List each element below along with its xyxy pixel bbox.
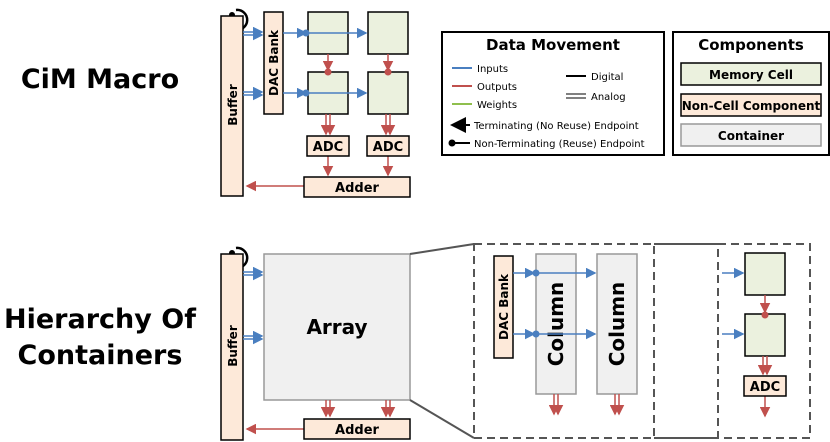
legend-outputs: Outputs xyxy=(477,82,517,93)
legend-non-cell: Non-Cell Component xyxy=(682,99,821,113)
column-zoom-box xyxy=(717,243,811,439)
hierarchy-title-line2: Containers xyxy=(18,340,183,371)
column-2 xyxy=(596,253,638,395)
bottom-adder-label: Adder xyxy=(335,423,379,438)
hierarchy-title-line1: Hierarchy Of xyxy=(4,304,196,335)
right-memory-cell-2 xyxy=(744,313,786,357)
legend-analog: Analog xyxy=(591,92,626,103)
legend-weights: Weights xyxy=(477,100,517,111)
top-adc-2-label: ADC xyxy=(373,140,403,155)
top-memory-cell-4 xyxy=(367,71,409,115)
top-adc-1 xyxy=(306,135,350,157)
legend-digital: Digital xyxy=(591,72,623,83)
legend-non-cell-swatch xyxy=(680,93,822,117)
right-memory-cell-1 xyxy=(744,252,786,296)
array-label: Array xyxy=(306,315,367,339)
cim-macro-title: CiM Macro xyxy=(21,64,179,95)
array-zoom-box xyxy=(473,243,655,439)
right-adc xyxy=(743,375,787,397)
top-memory-cell-2 xyxy=(367,11,409,55)
array-container xyxy=(263,253,411,401)
legend-memory-cell: Memory Cell xyxy=(709,68,793,82)
mid-dac-bank-label: DAC Bank xyxy=(497,273,511,340)
column-2-label: Column xyxy=(605,282,629,367)
top-dac-bank xyxy=(263,11,284,115)
legend-data-movement-box xyxy=(441,31,665,156)
top-adc-1-label: ADC xyxy=(313,140,343,155)
legend-container-swatch xyxy=(680,123,822,147)
legend-inputs: Inputs xyxy=(477,64,508,75)
top-buffer xyxy=(220,15,244,197)
legend-components-title: Components xyxy=(698,36,804,54)
top-dac-bank-label: DAC Bank xyxy=(267,29,281,96)
bottom-adder xyxy=(303,418,411,440)
bottom-buffer xyxy=(220,253,244,441)
top-adc-2 xyxy=(366,135,410,157)
right-adc-label: ADC xyxy=(750,380,780,395)
mid-dac-bank xyxy=(493,255,514,359)
bottom-buffer-label: Buffer xyxy=(226,325,240,367)
legend-non-terminating: Non-Terminating (Reuse) Endpoint xyxy=(474,139,645,150)
top-adder xyxy=(303,176,411,198)
column-1 xyxy=(535,253,577,395)
legend-container: Container xyxy=(718,129,784,143)
legend-terminating: Terminating (No Reuse) Endpoint xyxy=(473,121,639,132)
legend-data-movement-title: Data Movement xyxy=(486,36,620,54)
top-adder-label: Adder xyxy=(335,181,379,196)
legend-memory-cell-swatch xyxy=(680,62,822,86)
top-buffer-label: Buffer xyxy=(226,84,240,126)
column-1-label: Column xyxy=(544,282,568,367)
